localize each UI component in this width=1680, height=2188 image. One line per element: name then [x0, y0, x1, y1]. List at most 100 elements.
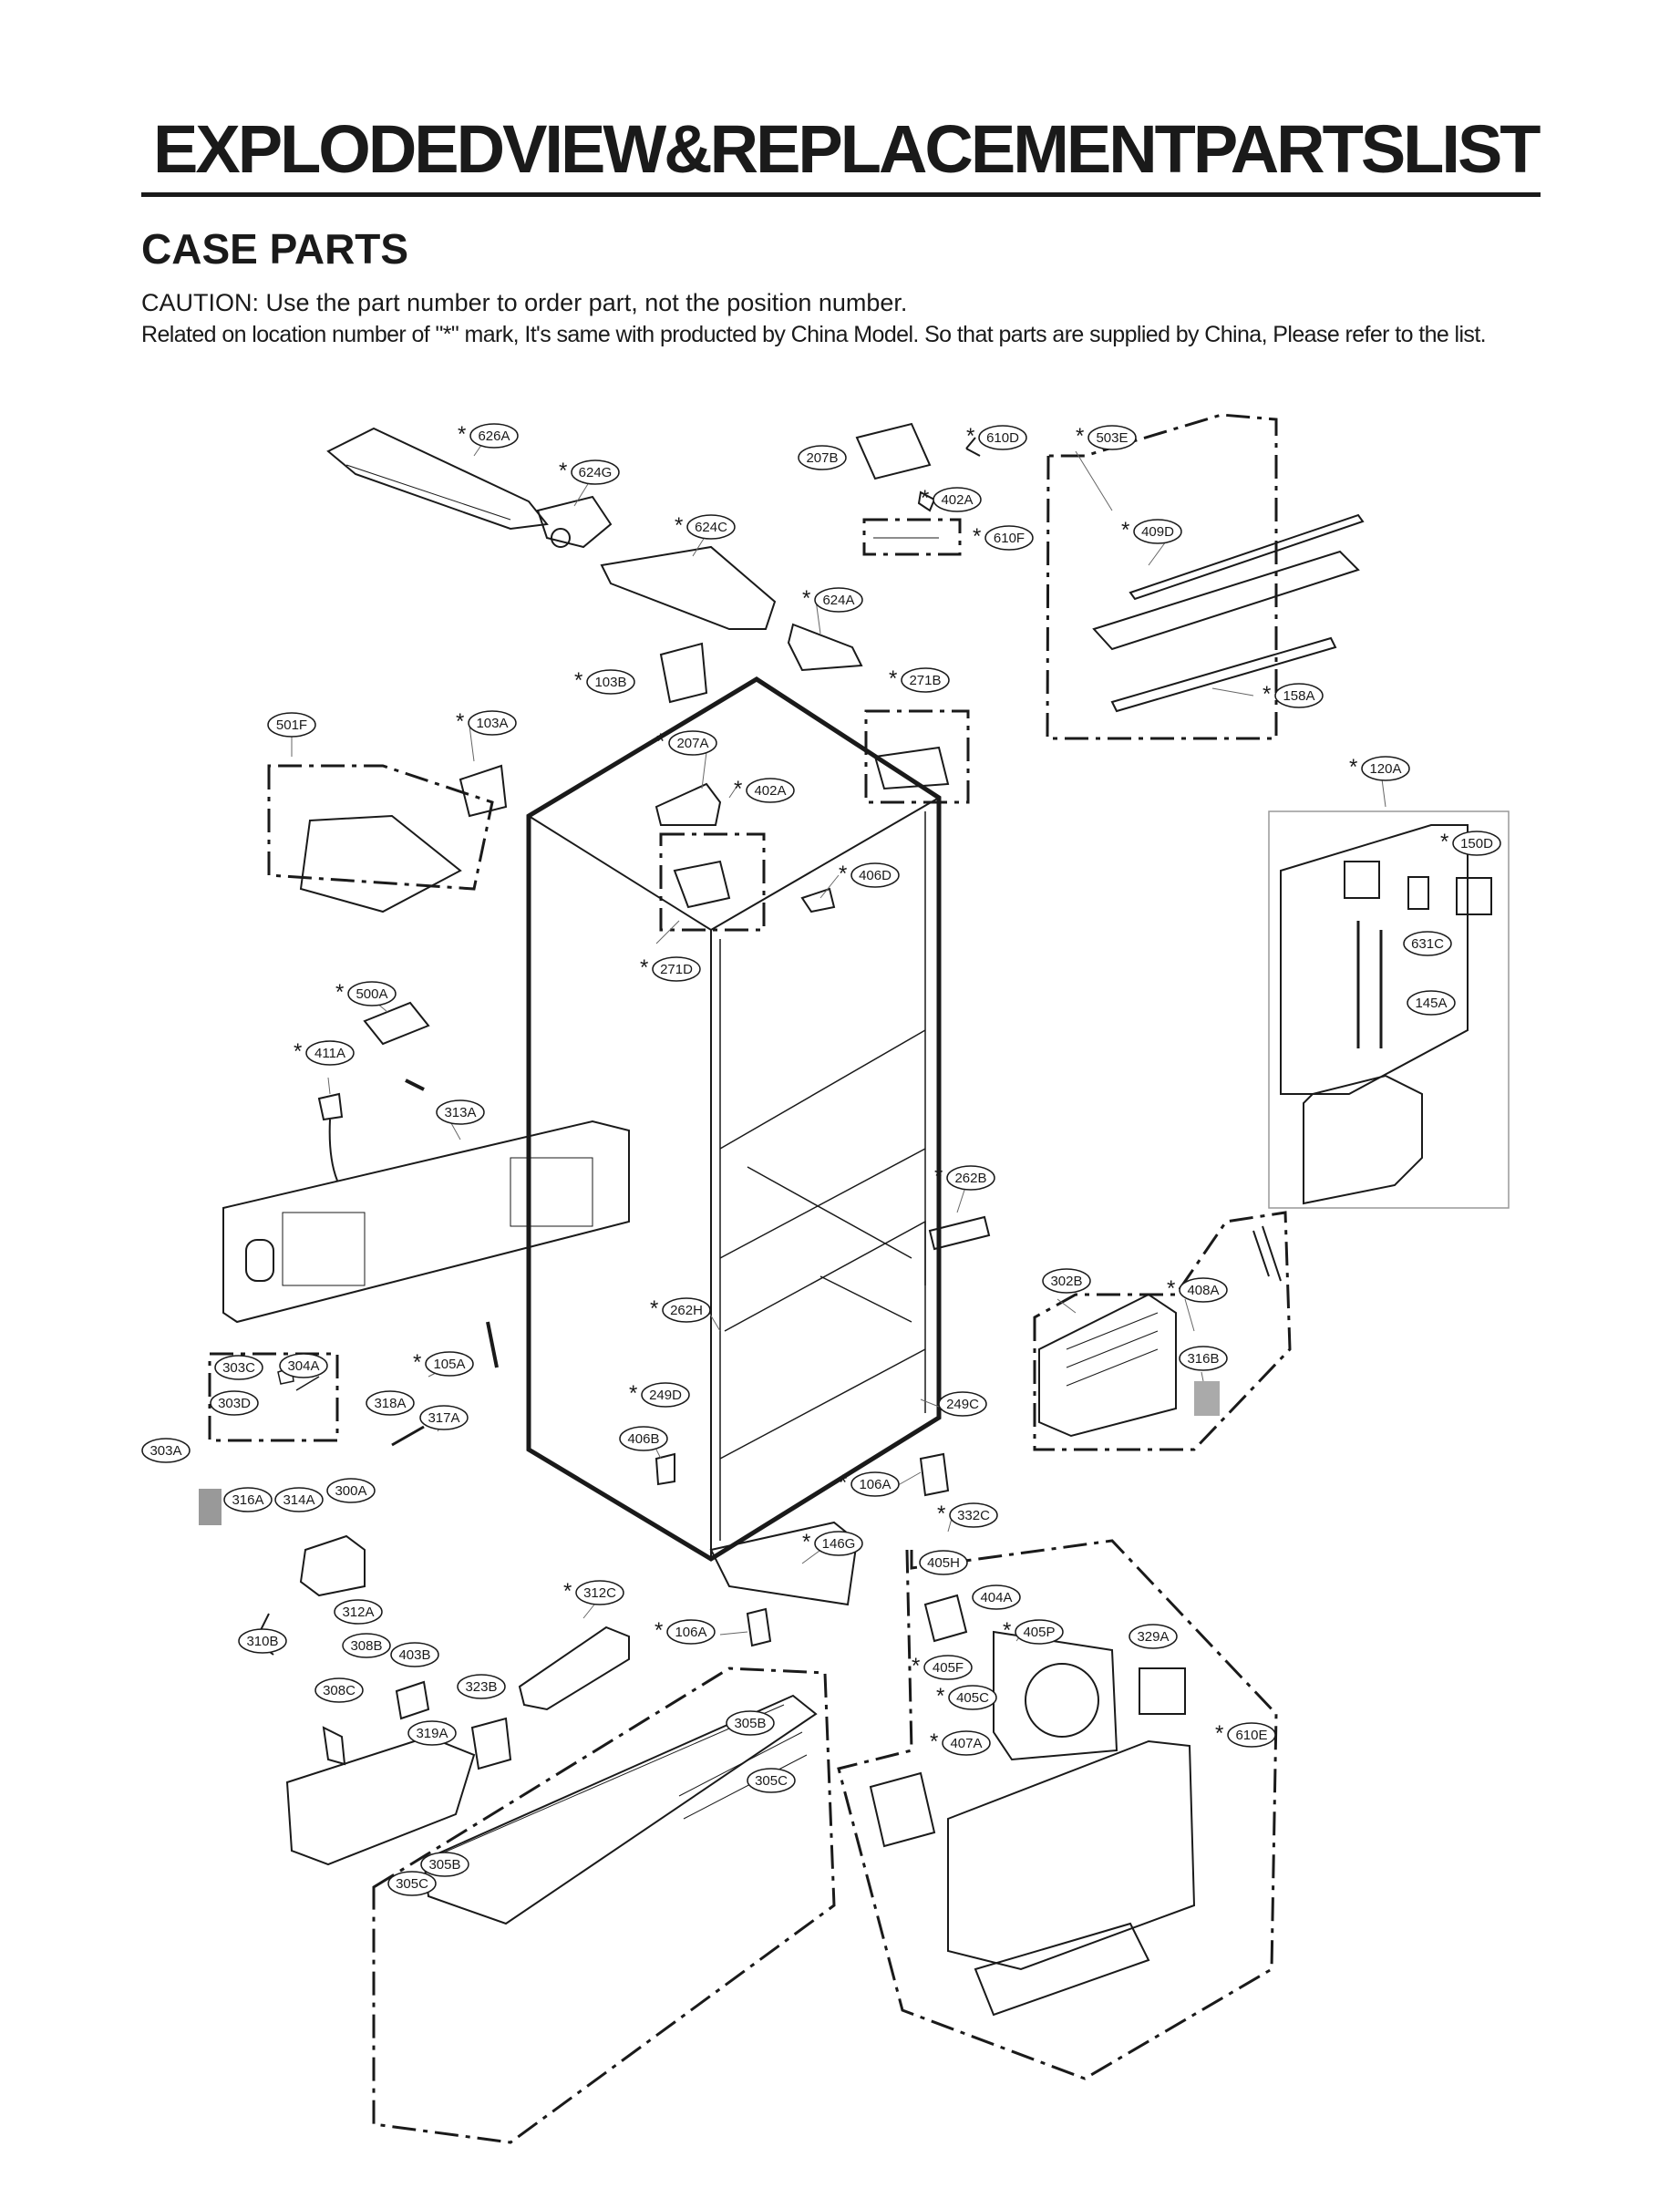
callout-145a: 145A: [1407, 990, 1456, 1016]
callout-409d: 409D*: [1121, 518, 1182, 544]
control-parts: [317, 1001, 430, 1182]
door-handle-trim: [974, 1922, 1150, 2017]
callout-oval: [238, 1628, 287, 1654]
callout-105a: 105A*: [413, 1350, 474, 1377]
callout-406b: 406B: [619, 1426, 668, 1451]
callout-408a: 408A*: [1167, 1276, 1228, 1303]
callout-label: 402A: [754, 783, 786, 799]
callout-oval: [641, 1382, 690, 1408]
part-329a: [1139, 1667, 1186, 1715]
callout-249c: 249C: [938, 1391, 987, 1417]
callout-label: 146G: [822, 1536, 856, 1552]
callout-271d: 271D*: [640, 955, 701, 982]
cabinet: [526, 676, 942, 1562]
part-271b: [873, 746, 950, 790]
asterisk-mark: *: [966, 424, 974, 449]
callout-610d: 610D*: [966, 424, 1027, 450]
callout-305b: 305B: [726, 1710, 775, 1736]
callout-300a: 300A: [326, 1478, 376, 1503]
box-120a: [1268, 810, 1510, 1209]
asterisk-mark: *: [629, 1381, 637, 1406]
part-500a: [363, 1001, 430, 1046]
part-262b: [928, 1215, 991, 1251]
callout-oval: [436, 1099, 485, 1125]
callout-label: 503E: [1096, 430, 1128, 446]
part-103b: [659, 642, 708, 704]
part-626a: [326, 427, 549, 531]
callout-624g: 624G *: [559, 459, 620, 485]
callout-label: 407A: [950, 1736, 982, 1751]
box-305b: [372, 1667, 836, 2144]
part-407a: [869, 1771, 936, 1848]
callout-308c: 308C: [314, 1677, 364, 1703]
asterisk-mark: *: [921, 486, 929, 511]
part-406d: [800, 887, 836, 913]
callout-oval: [267, 712, 316, 738]
part-402a-top: [917, 490, 936, 512]
callout-labels: 626A*624G*624C*624A*103B*207B610D*402A*6…: [141, 422, 1501, 1896]
callout-label: 207A: [676, 736, 708, 751]
asterisk-mark: *: [839, 862, 847, 886]
glass-shelf: [299, 814, 462, 913]
box-271b: [864, 709, 970, 804]
callout-314a: 314A: [274, 1487, 324, 1512]
part-318a: [391, 1425, 425, 1447]
callout-oval: [946, 1165, 995, 1191]
callout-label: 405F: [933, 1660, 964, 1676]
part-300a: [299, 1534, 366, 1597]
callout-oval: [1179, 1277, 1228, 1303]
asterisk-mark: *: [1003, 1618, 1011, 1643]
callout-316b: 316B: [1179, 1346, 1228, 1371]
callout-oval: [933, 487, 982, 512]
callout-label: 150D: [1460, 836, 1493, 851]
callout-oval: [1179, 1346, 1228, 1371]
cover-panel: [1280, 824, 1469, 1095]
callout-label: 409D: [1141, 524, 1174, 540]
part-158a: [1110, 636, 1337, 713]
callout-oval: [1087, 425, 1137, 450]
callout-oval: [326, 1478, 376, 1503]
callout-150d: 150D *: [1440, 830, 1501, 856]
callout-oval: [901, 667, 950, 693]
callout-262b: 262B*: [934, 1164, 995, 1191]
asterisk-mark: *: [650, 1296, 658, 1321]
callout-303a: 303A: [141, 1438, 191, 1463]
callout-oval: [305, 1040, 355, 1066]
callout-label: 262B: [954, 1171, 986, 1186]
part-150d: [1456, 877, 1492, 915]
callout-label: 631C: [1411, 936, 1444, 952]
asterisk-mark: *: [1349, 755, 1357, 779]
callout-label: 406B: [627, 1431, 659, 1447]
callout-label: 318A: [374, 1396, 406, 1411]
callout-oval: [923, 1655, 973, 1680]
group-boxes: [208, 413, 1292, 2144]
callout-label: 402A: [941, 492, 973, 508]
callout-207b: 207B: [798, 445, 847, 470]
asterisk-mark: *: [1440, 830, 1448, 854]
callout-249d: 249D*: [629, 1381, 690, 1408]
caution-text: CAUTION: Use the part number to order pa…: [141, 289, 908, 316]
callout-oval: [314, 1677, 364, 1703]
callout-oval: [1133, 519, 1182, 544]
callout-626a: 626A*: [458, 422, 519, 449]
box-501f: [267, 764, 494, 891]
callout-305c: 305C: [747, 1768, 796, 1793]
leader-lines: [291, 435, 1386, 1642]
callout-oval: [938, 1391, 987, 1417]
callout-label: 106A: [675, 1625, 706, 1640]
callout-oval: [575, 1580, 624, 1605]
callout-label: 323B: [465, 1679, 497, 1695]
callout-610e: 610E*: [1215, 1721, 1276, 1748]
callout-106a: 106A*: [839, 1471, 900, 1497]
callout-332c: 332C*: [937, 1502, 998, 1528]
callout-303d: 303D: [210, 1390, 259, 1416]
callout-305b: 305B: [420, 1852, 469, 1877]
callout-label: 624G: [579, 465, 613, 480]
callout-411a: 411A*: [294, 1039, 355, 1066]
callout-329a: 329A: [1129, 1624, 1178, 1649]
asterisk-mark: *: [559, 459, 567, 483]
callout-label: 305C: [396, 1876, 428, 1892]
title-underline: [141, 192, 1541, 197]
callout-label: 303C: [222, 1360, 255, 1376]
callout-oval: [1015, 1619, 1064, 1645]
